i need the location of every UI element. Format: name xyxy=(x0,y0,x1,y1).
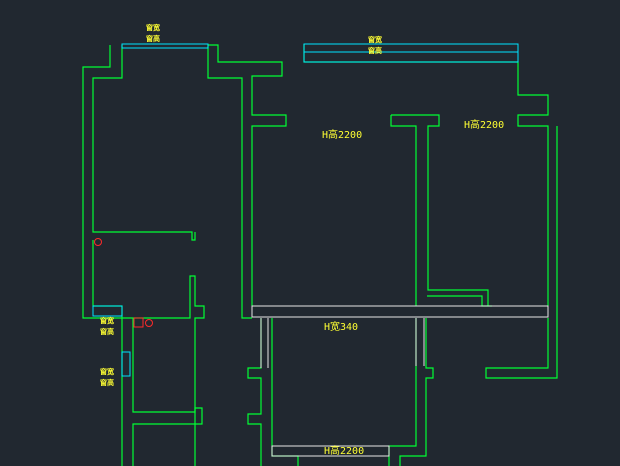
label-window-side-3: 窗宽 xyxy=(100,367,114,376)
wall-mid-column xyxy=(390,115,417,306)
wall-bottom-right xyxy=(388,318,417,466)
label-window-side-2: 窗高 xyxy=(100,327,114,336)
label-room-height-main: H高2200 xyxy=(322,128,362,141)
window-left-small xyxy=(92,305,123,317)
wall-left-lower xyxy=(132,318,203,466)
label-window-top-right-1: 窗宽 xyxy=(368,35,382,44)
label-passage-width: H宽340 xyxy=(324,320,358,333)
wall-left-closet xyxy=(92,240,205,466)
label-room-height-right: H高2200 xyxy=(464,118,504,131)
label-bottom-height: H高2200 xyxy=(324,444,364,457)
marker-circle-1 xyxy=(94,238,102,246)
wall-top-right xyxy=(303,44,549,306)
label-window-top-left-1: 窗宽 xyxy=(146,23,160,32)
window-side-vertical xyxy=(121,351,131,377)
walls xyxy=(82,44,558,466)
window-top-right xyxy=(303,43,519,63)
openings xyxy=(251,305,549,457)
wall-bottom-right-outer xyxy=(399,318,434,466)
wall-inner-step xyxy=(427,295,492,307)
wall-right-outer xyxy=(485,126,558,379)
wall-top-left-right xyxy=(208,44,287,306)
label-window-side-4: 窗高 xyxy=(100,378,114,387)
marker-square xyxy=(133,317,144,328)
wall-top-left-inner xyxy=(207,45,252,319)
wall-bottom-center xyxy=(271,318,299,466)
windows xyxy=(92,43,519,377)
label-window-top-right-2: 窗高 xyxy=(368,46,382,55)
wall-right-mid xyxy=(391,114,489,306)
opening-bottom xyxy=(271,445,390,457)
wall-outer-left xyxy=(82,45,123,466)
markers xyxy=(94,238,153,328)
label-window-side-1: 窗宽 xyxy=(100,316,114,325)
wall-bottom-center-left xyxy=(247,318,262,466)
wall-left-inner xyxy=(92,45,196,241)
window-top-left xyxy=(121,43,209,49)
opening-corridor xyxy=(251,305,549,318)
label-window-top-left-2: 窗高 xyxy=(146,34,160,43)
marker-circle-2 xyxy=(145,319,153,327)
